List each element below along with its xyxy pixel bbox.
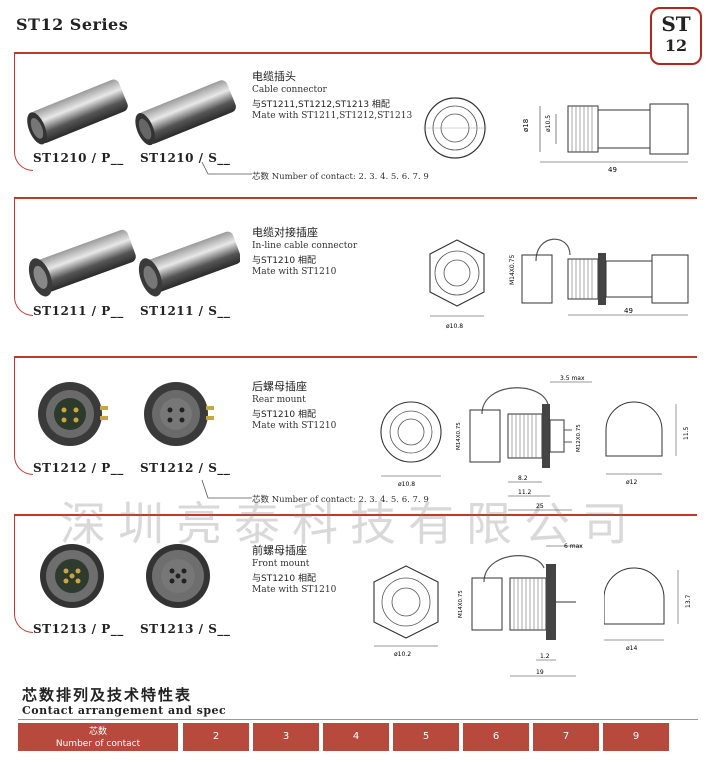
model-st1212-p: ST1212 / P__	[33, 461, 124, 475]
connector-photo-st1213	[40, 544, 210, 608]
dim-d1: ø10.2	[394, 651, 411, 658]
table-header-label: 芯数 Number of contact	[18, 723, 178, 751]
model-st1211-s: ST1211 / S__	[140, 304, 231, 318]
desc-st1210: 电缆插头 Cable connector 与ST1211,ST1212,ST12…	[252, 68, 412, 123]
dim-len: 49	[624, 307, 633, 315]
mate-en: Mate with ST1211,ST1212,ST1213	[252, 111, 413, 121]
table-title-en: Contact arrangement and spec	[22, 704, 227, 717]
dim-a: 1.2	[540, 653, 550, 660]
table-title-zh: 芯数排列及技术特性表	[22, 686, 193, 704]
mate-en: Mate with ST1210	[252, 585, 337, 595]
drawing-front-st1210	[423, 97, 487, 159]
model-st1213-s: ST1213 / S__	[140, 622, 231, 636]
dim-d1: ø10.8	[446, 323, 463, 330]
desc-en: Front mount	[252, 559, 310, 569]
mate-zh: 与ST1211,ST1212,ST1213 相配	[252, 100, 390, 110]
count-cell: 9	[603, 723, 669, 751]
desc-st1213: 前螺母插座 Front mount 与ST1210 相配 Mate with S…	[252, 542, 336, 597]
dim-d: ø12	[626, 479, 637, 486]
divider-2	[14, 197, 697, 199]
mate-zh: 与ST1210 相配	[252, 410, 316, 420]
connector-photo-st1212	[38, 382, 214, 446]
dim-b: 11.2	[518, 489, 532, 496]
divider-4	[14, 514, 697, 516]
header-zh: 芯数	[88, 727, 107, 737]
contacts-leader-2	[201, 479, 252, 499]
divider-3	[14, 356, 697, 358]
table-rule	[18, 719, 698, 720]
drawing-side-st1212: 3.5 max M14X0.75 M12X0.75 8.2 11.2 25	[456, 375, 592, 511]
dim-thread: M14X0.75	[509, 255, 516, 285]
drawing-cutout-st1213: 13.7 ø14	[604, 567, 692, 652]
badge-bottom: 12	[664, 36, 688, 55]
series-badge: ST 12	[650, 7, 702, 65]
mate-zh: 与ST1210 相配	[252, 256, 316, 266]
contacts-leader-1	[201, 161, 252, 175]
count-cell: 2	[183, 723, 249, 751]
dim-h: 13.7	[685, 594, 692, 608]
drawing-front-st1211: ø10.8	[429, 239, 485, 330]
desc-en: Cable connector	[252, 85, 327, 95]
desc-st1212: 后螺母插座 Rear mount 与ST1210 相配 Mate with ST…	[252, 378, 336, 433]
count-cell: 7	[533, 723, 599, 751]
count-cell: 3	[253, 723, 319, 751]
desc-st1211: 电缆对接插座 In-line cable connector 与ST1210 相…	[252, 224, 357, 279]
drawing-cutout-st1212: 11.5 ø12	[605, 401, 690, 486]
drawing-side-st1213: 6 max M14X0.75 1.2 19	[458, 543, 583, 677]
dim-thread: M14X0.75	[458, 590, 464, 618]
dim-b: 19	[536, 669, 544, 676]
dim-d1: ø18	[522, 119, 530, 132]
drawing-side-st1211: M14X0.75 49	[509, 238, 689, 316]
badge-top: ST	[661, 12, 691, 36]
drawing-side-st1210: ø18 ø10.5 49	[522, 103, 689, 174]
model-st1210-p: ST1210 / P__	[33, 151, 124, 165]
desc-en: Rear mount	[252, 395, 306, 405]
model-st1210-s: ST1210 / S__	[140, 151, 231, 165]
count-cell: 5	[393, 723, 459, 751]
model-st1213-p: ST1213 / P__	[33, 622, 124, 636]
dim-a: 8.2	[518, 475, 528, 482]
dim-d1: ø10.8	[398, 481, 415, 488]
dim-c: 25	[536, 503, 544, 510]
desc-zh: 后螺母插座	[252, 380, 307, 393]
model-st1212-s: ST1212 / S__	[140, 461, 231, 475]
drawing-front-st1212: ø10.8	[380, 401, 442, 488]
model-st1211-p: ST1211 / P__	[33, 304, 124, 318]
mate-en: Mate with ST1210	[252, 421, 337, 431]
contacts-line-1: 芯数 Number of contact: 2. 3. 4. 5. 6. 7. …	[252, 172, 429, 182]
header-en: Number of contact	[55, 739, 141, 749]
contacts-line-2: 芯数 Number of contact: 2. 3. 4. 5. 6. 7. …	[252, 495, 429, 505]
dim-h: 11.5	[683, 426, 690, 440]
mate-en: Mate with ST1210	[252, 267, 337, 277]
dim-len: 49	[608, 166, 617, 174]
divider-top	[14, 52, 650, 54]
count-cell: 6	[463, 723, 529, 751]
drawing-front-st1213: ø10.2	[373, 565, 439, 658]
dim-thread1: M14X0.75	[456, 422, 462, 450]
desc-zh: 电缆对接插座	[252, 226, 318, 239]
dim-max: 3.5 max	[560, 375, 585, 382]
dim-thread2: M12X0.75	[576, 424, 582, 452]
desc-zh: 电缆插头	[252, 70, 296, 83]
connector-photo-st1211	[28, 229, 240, 297]
dim-max: 6 max	[564, 543, 583, 550]
desc-zh: 前螺母插座	[252, 544, 307, 557]
watermark: 深圳亮泰科技有限公司	[60, 497, 640, 551]
connector-photo-st1210	[27, 79, 236, 146]
series-title: ST12 Series	[16, 15, 129, 34]
dim-d: ø14	[626, 645, 637, 652]
dim-d2: ø10.5	[545, 115, 552, 132]
count-cell: 4	[323, 723, 389, 751]
mate-zh: 与ST1210 相配	[252, 574, 316, 584]
desc-en: In-line cable connector	[252, 241, 358, 251]
